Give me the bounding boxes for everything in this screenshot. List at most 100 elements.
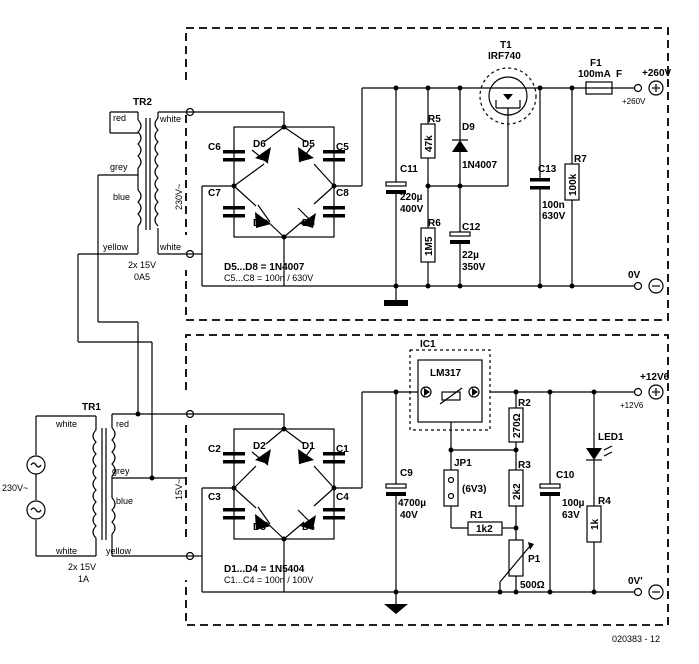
- f1-label: F1: [590, 58, 602, 69]
- r7-label: R7: [574, 154, 587, 165]
- tr2-rating2: 0A5: [134, 272, 150, 282]
- hv-ground-bus: [201, 254, 634, 306]
- bridge-d5-d8: [186, 88, 363, 286]
- d2-label: D2: [253, 441, 266, 452]
- d1d4-note: D1...D4 = 1N5404: [224, 564, 305, 575]
- resistor-r7: [564, 88, 580, 289]
- resistor-r1: [467, 521, 519, 536]
- c1-label: C1: [336, 444, 349, 455]
- led-led1: [586, 392, 613, 506]
- c10-label: C10: [556, 470, 575, 481]
- tr1-red-label: red: [116, 419, 129, 429]
- tr2-blue-label: blue: [113, 192, 130, 202]
- resistor-r4: [586, 505, 602, 592]
- c5c8-note: C5...C8 = 100n / 630V: [224, 273, 313, 283]
- d3-label: D3: [253, 522, 266, 533]
- tr2-white-top-label: white: [159, 114, 181, 124]
- interconnect-wires: [77, 175, 153, 478]
- tr1-label: TR1: [82, 402, 101, 413]
- mosfet-t1: [479, 67, 537, 125]
- c13-value1: 100n: [542, 200, 565, 211]
- tr2-grey-label: grey: [110, 162, 128, 172]
- tr2-primary-label: 230V~: [174, 184, 184, 210]
- r4-label: R4: [598, 496, 611, 507]
- c9-value1: 4700µ: [398, 498, 426, 509]
- mains-label: 230V~: [2, 483, 28, 493]
- c11-value2: 400V: [400, 204, 424, 215]
- f1-value: 100mA: [578, 69, 611, 80]
- lv-output-terminals: [633, 384, 664, 600]
- t1-label: T1: [500, 40, 512, 51]
- d6-label: D6: [253, 139, 266, 150]
- ic1-value: LM317: [430, 368, 462, 379]
- potentiometer-p1: [499, 539, 534, 592]
- resistor-r5: [420, 88, 436, 228]
- lv-output-label-2: +12V6: [620, 401, 644, 410]
- c12-value2: 350V: [462, 262, 486, 273]
- p1-label: P1: [528, 554, 541, 565]
- c6-label: C6: [208, 142, 221, 153]
- lv-section-border: [185, 334, 669, 626]
- r5-value: 47k: [424, 135, 435, 152]
- jp1-value: (6V3): [462, 484, 486, 495]
- tr1-white-bot-label: white: [55, 546, 77, 556]
- c11-label: C11: [400, 164, 418, 175]
- tr1-rating1: 2x 15V: [68, 562, 96, 572]
- capacitor-c10: [539, 392, 561, 592]
- c4-label: C4: [336, 492, 349, 503]
- d4-label: D4: [302, 522, 315, 533]
- r2-value: 270Ω: [512, 413, 523, 438]
- jumper-jp1: [443, 447, 468, 529]
- tr2-white-bot-label: white: [159, 242, 181, 252]
- c10-value2: 63V: [562, 510, 580, 521]
- d9-value: 1N4007: [462, 160, 497, 171]
- capacitor-c11: [385, 88, 407, 286]
- c3-label: C3: [208, 492, 221, 503]
- tr1-secondary-label: 15V~: [174, 479, 184, 500]
- d9-label: D9: [462, 122, 475, 133]
- hv-section-border: [185, 27, 669, 321]
- c7-label: C7: [208, 188, 221, 199]
- c8-label: C8: [336, 188, 349, 199]
- p1-value: 500Ω: [520, 580, 545, 591]
- c9-value2: 40V: [400, 510, 418, 521]
- d7-label: D7: [253, 218, 266, 229]
- c9-label: C9: [400, 468, 413, 479]
- t1-value: IRF740: [488, 51, 521, 62]
- f1-type: F: [616, 69, 622, 80]
- jp1-label: JP1: [454, 458, 472, 469]
- capacitor-c12: [449, 231, 471, 289]
- figure-id: 020383 - 12: [612, 634, 660, 644]
- r2-label: R2: [518, 398, 531, 409]
- d1-label: D1: [302, 441, 315, 452]
- tr1-rating2: 1A: [78, 574, 89, 584]
- transformer-tr2: [98, 111, 186, 255]
- c5-label: C5: [336, 142, 349, 153]
- c10-value1: 100µ: [562, 498, 585, 509]
- resistor-r3: [508, 469, 524, 540]
- lv-ground-label: 0V': [628, 576, 643, 587]
- resistor-r6: [420, 227, 436, 289]
- capacitor-c13: [530, 88, 550, 289]
- regulator-ic1: [409, 349, 491, 450]
- d5-label: D5: [302, 139, 315, 150]
- hv-output-label-2: +260V: [622, 97, 646, 106]
- tr1-yellow-label: yellow: [106, 546, 132, 556]
- terminal-circles-tr1: [185, 409, 195, 561]
- c2-label: C2: [208, 444, 221, 455]
- tr1-blue-label: blue: [116, 496, 133, 506]
- c11-value1: 220µ: [400, 192, 423, 203]
- c13-value2: 630V: [542, 211, 566, 222]
- d5d8-note: D5...D8 = 1N4007: [224, 262, 305, 273]
- r1-label: R1: [470, 510, 483, 521]
- diode-d9: [428, 88, 509, 232]
- r4-value: 1k: [590, 518, 601, 530]
- transformer-tr1: [26, 411, 186, 557]
- terminal-circles-tr2: [185, 107, 195, 259]
- hv-output-terminals: [633, 80, 664, 294]
- r6-value: 1M5: [424, 236, 435, 256]
- fuse-f1: [585, 81, 613, 95]
- capacitor-c9: [385, 392, 407, 592]
- c12-label: C12: [462, 222, 481, 233]
- resistor-r2: [451, 392, 524, 470]
